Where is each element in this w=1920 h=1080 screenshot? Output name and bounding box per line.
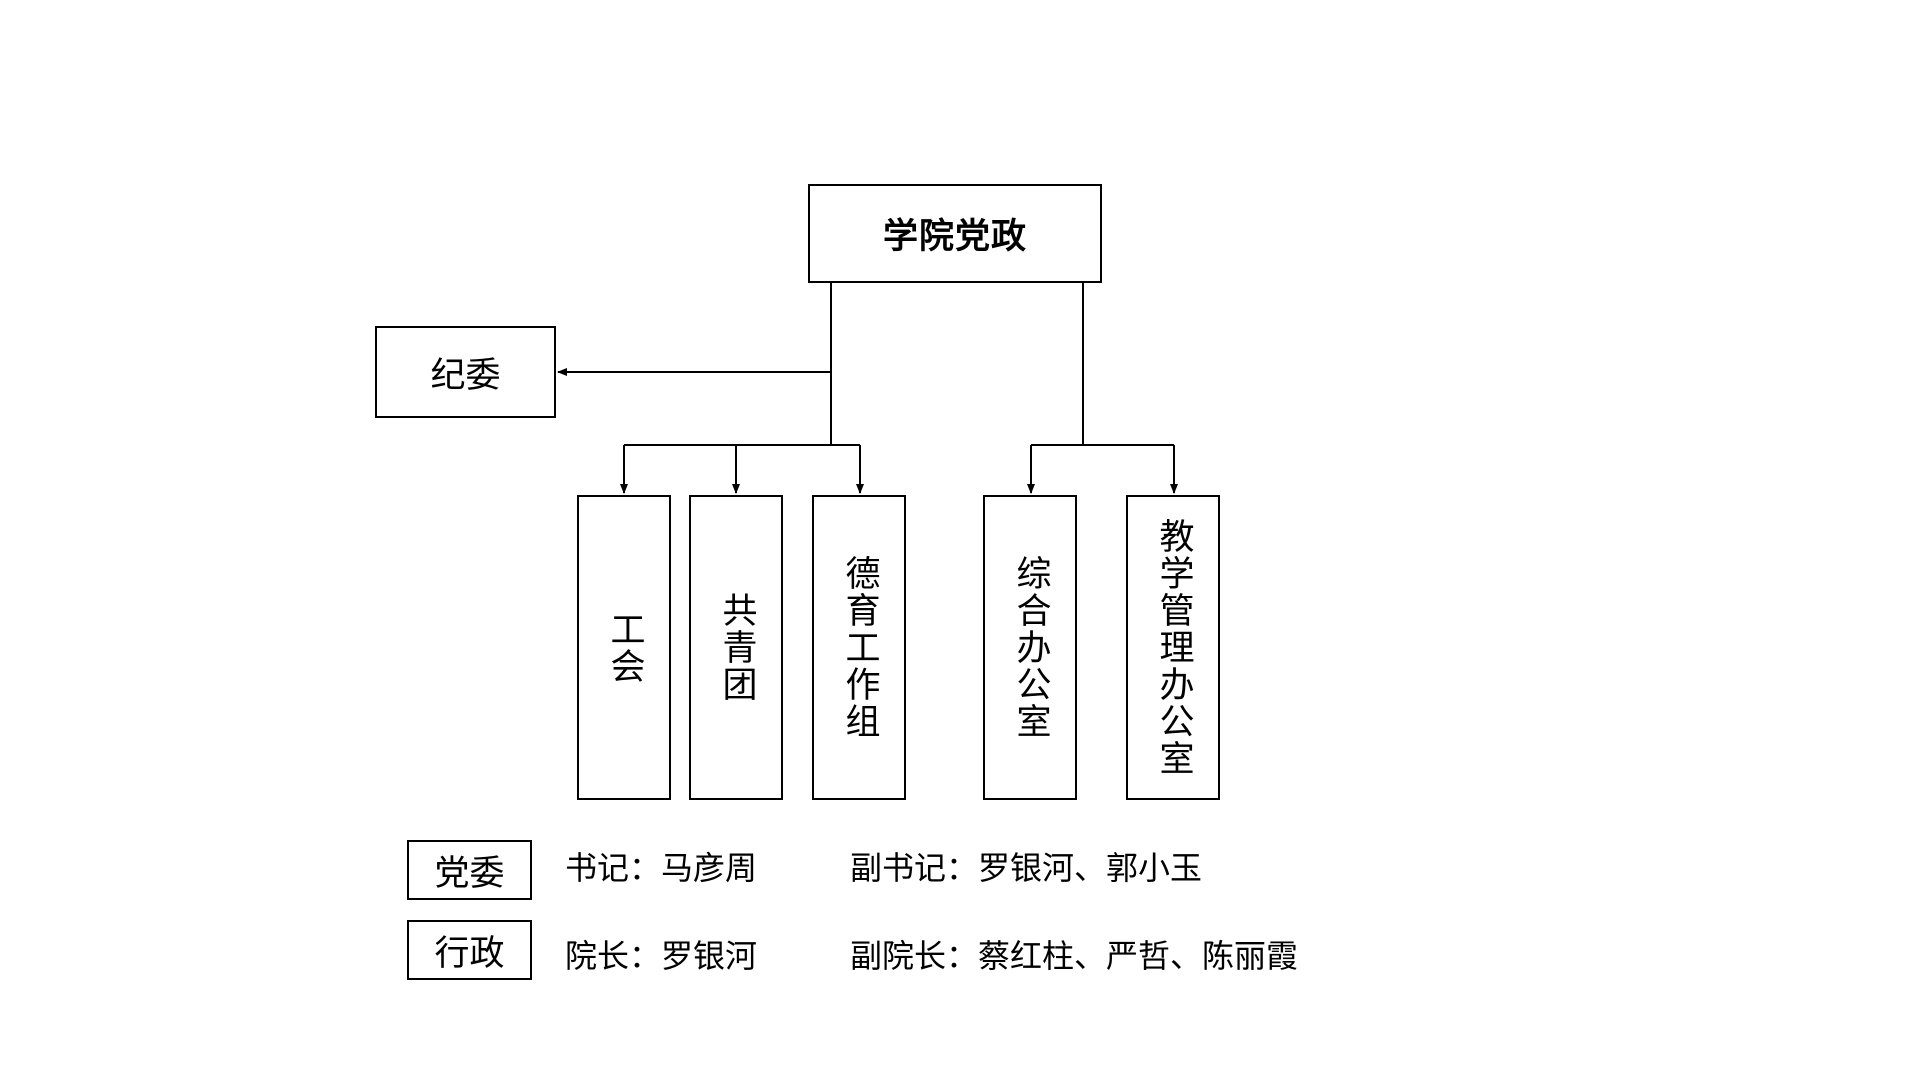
dean-text: 院长：罗银河 — [565, 937, 758, 975]
vice-dean-text: 副院长：蔡红柱、严哲、陈丽霞 — [850, 937, 1299, 975]
teaching-office-label: 教学管理办公室 — [1153, 518, 1194, 777]
moral-education-node: 德育工作组 — [812, 495, 906, 800]
party-committee-badge: 党委 — [407, 840, 532, 900]
teaching-office-node: 教学管理办公室 — [1126, 495, 1220, 800]
union-node: 工会 — [577, 495, 671, 800]
youth-league-node: 共青团 — [689, 495, 783, 800]
party-deputy-secretary-text: 副书记：罗银河、郭小玉 — [850, 849, 1203, 887]
party-secretary-text: 书记：马彦周 — [565, 849, 758, 887]
administration-badge: 行政 — [407, 920, 532, 980]
root-node-label: 学院党政 — [882, 217, 1027, 257]
discipline-committee-node: 纪委 — [375, 326, 556, 418]
youth-league-label: 共青团 — [716, 592, 757, 703]
root-node: 学院党政 — [808, 184, 1102, 283]
general-office-node: 综合办公室 — [983, 495, 1077, 800]
general-office-label: 综合办公室 — [1010, 555, 1051, 740]
discipline-committee-label: 纪委 — [430, 355, 501, 396]
union-label: 工会 — [604, 610, 645, 685]
moral-education-label: 德育工作组 — [839, 555, 880, 740]
administration-badge-label: 行政 — [434, 933, 505, 974]
party-committee-badge-label: 党委 — [434, 853, 505, 894]
